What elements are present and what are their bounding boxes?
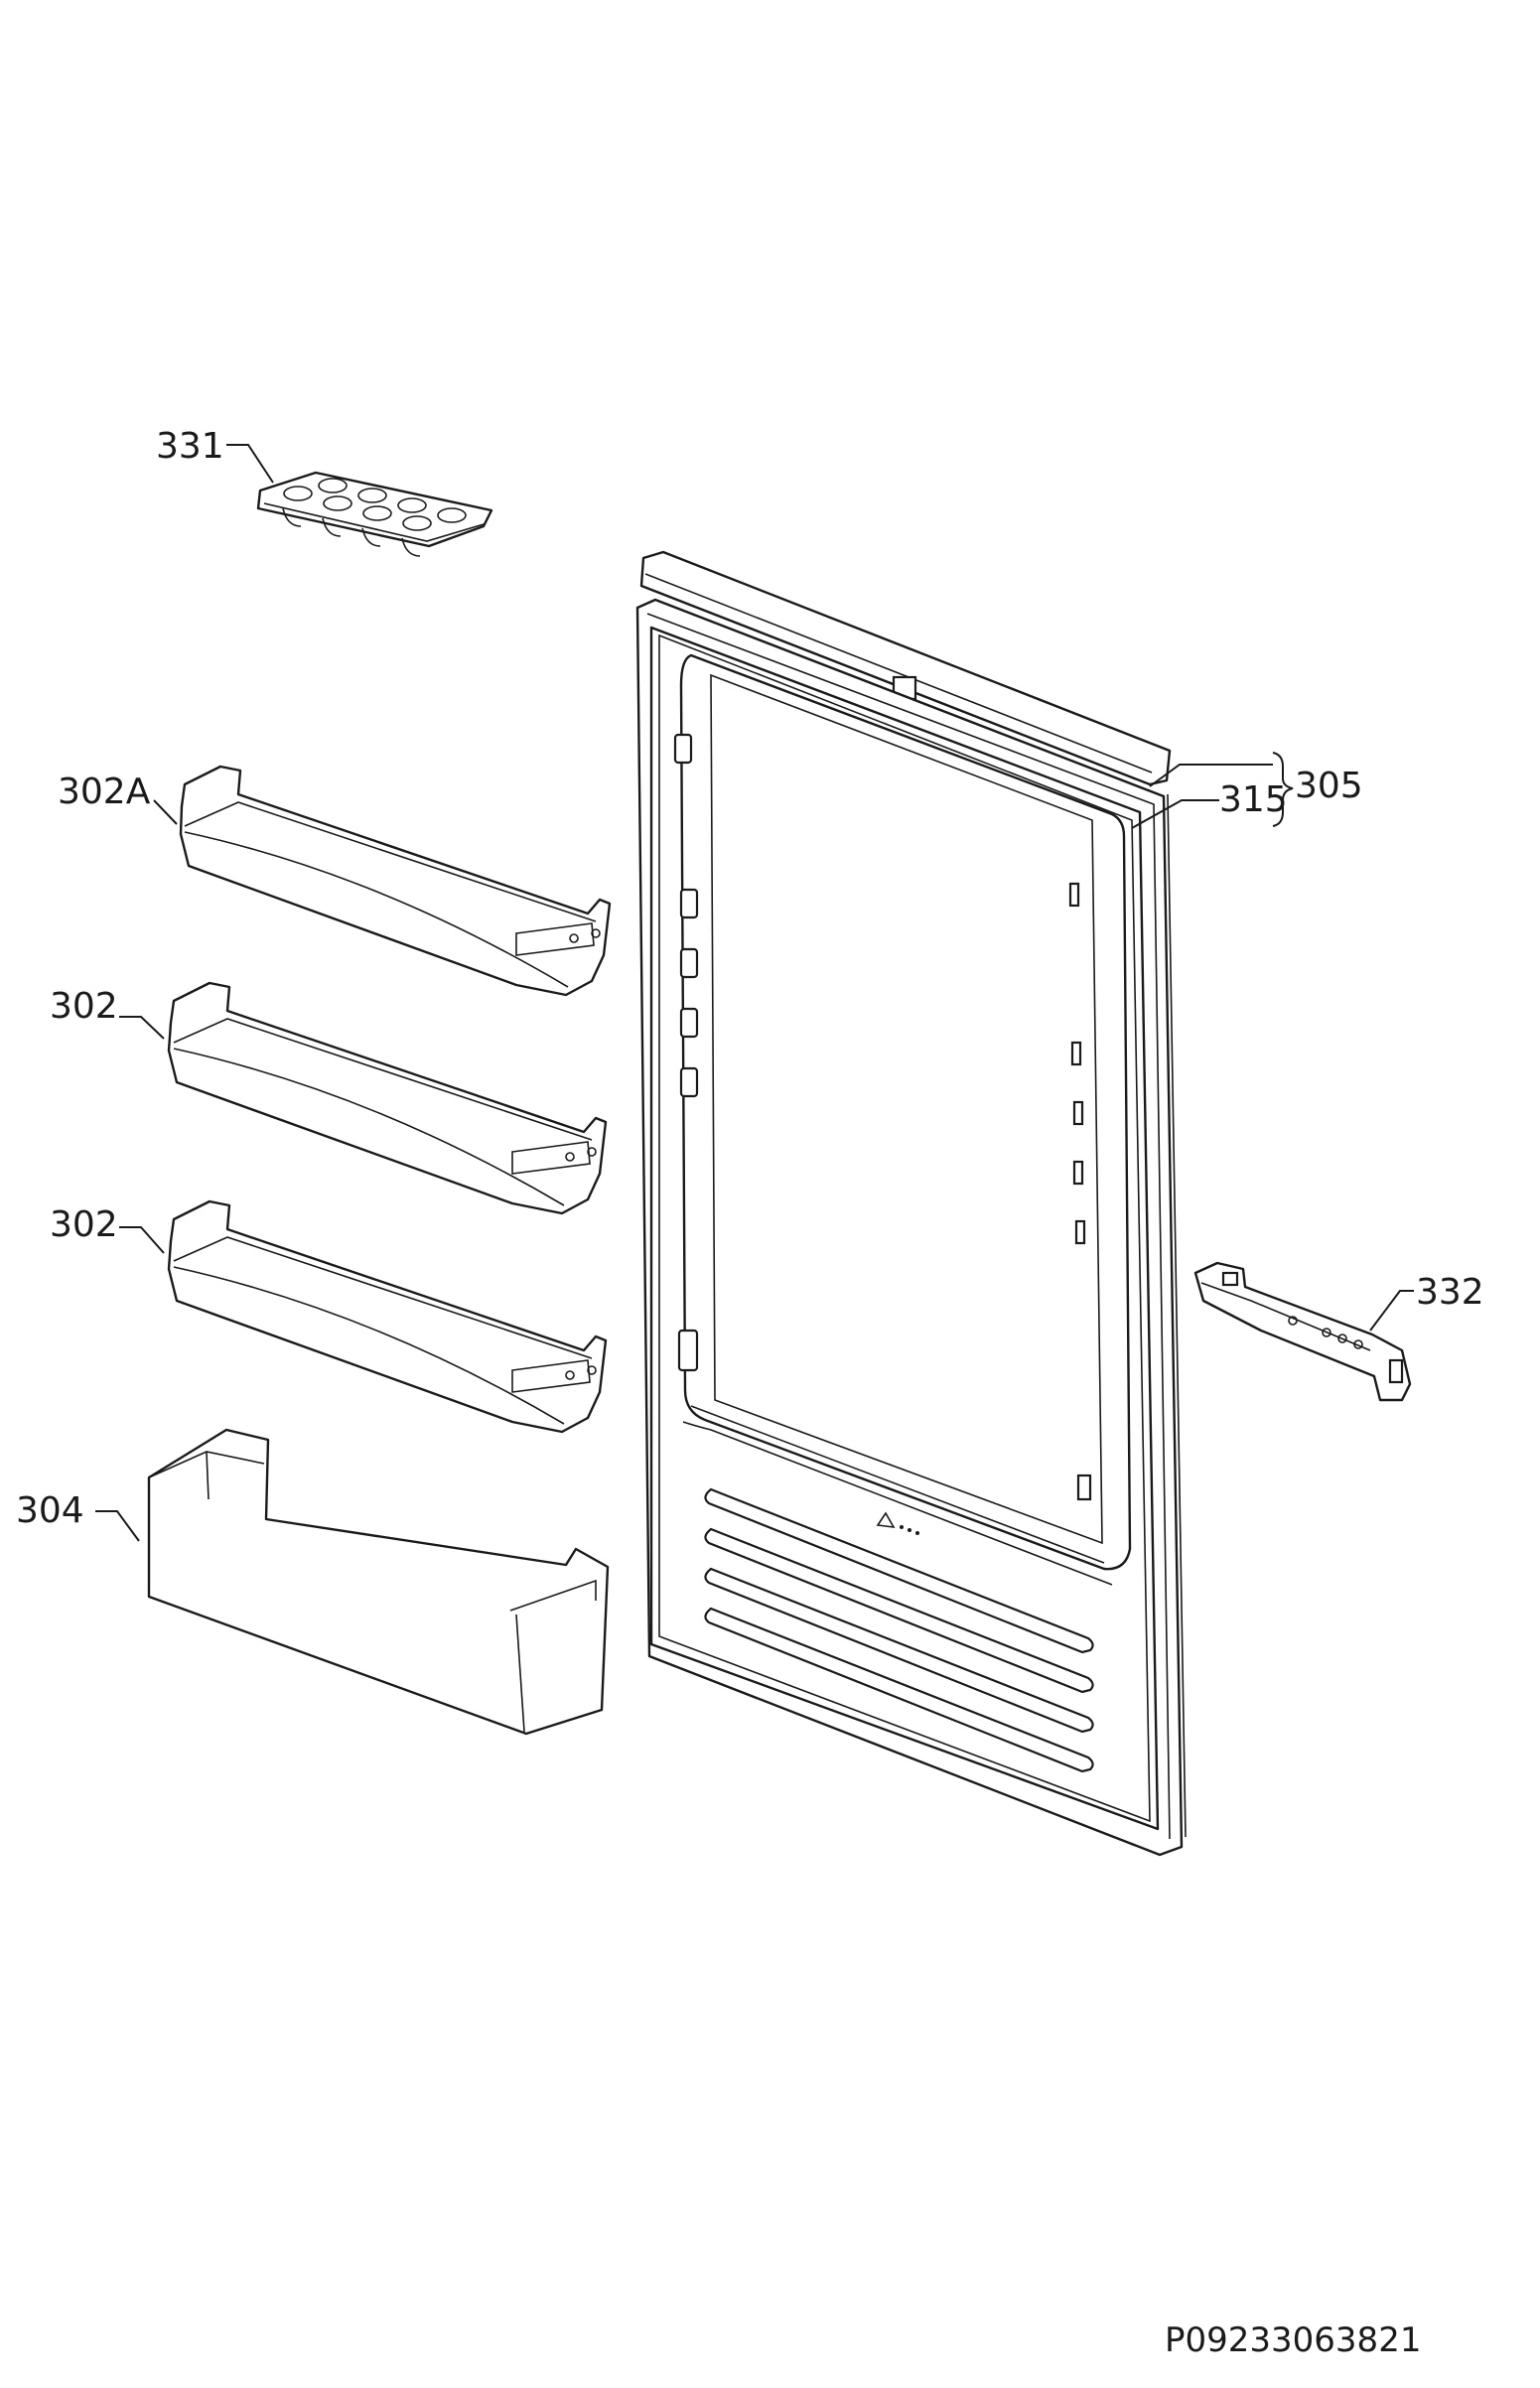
- group-brace: [1272, 752, 1294, 827]
- egg-tray-leader: [226, 444, 274, 484]
- hinge-leader: [1369, 1290, 1414, 1332]
- middle-door-shelf-part: [167, 981, 608, 1215]
- label-shelf-1: 302: [50, 986, 118, 1027]
- label-door-group: 305: [1295, 766, 1363, 806]
- label-egg-tray: 331: [156, 426, 224, 467]
- label-hinge: 332: [1416, 1272, 1484, 1313]
- fridge-door-part: [635, 550, 1187, 1857]
- lower-door-shelf-part: [167, 1199, 608, 1434]
- top-door-shelf-part: [179, 765, 612, 997]
- label-shelf-2: 302: [50, 1204, 118, 1245]
- gasket-leader: [1131, 799, 1219, 829]
- drawing-code: P09233063821: [1165, 2320, 1422, 2360]
- label-top-shelf: 302A: [58, 772, 151, 812]
- shelf-1-leader: [119, 1016, 165, 1040]
- bottle-shelf-part: [147, 1428, 610, 1736]
- egg-tray-part: [256, 471, 493, 557]
- top-shelf-leader: [153, 799, 178, 825]
- door-hinge-part: [1193, 1261, 1412, 1402]
- door-leader: [1149, 764, 1273, 787]
- label-bottle-shelf: 304: [16, 1490, 84, 1531]
- shelf-2-leader: [119, 1226, 165, 1254]
- label-gasket: 315: [1219, 779, 1288, 820]
- bottle-shelf-leader: [95, 1510, 140, 1542]
